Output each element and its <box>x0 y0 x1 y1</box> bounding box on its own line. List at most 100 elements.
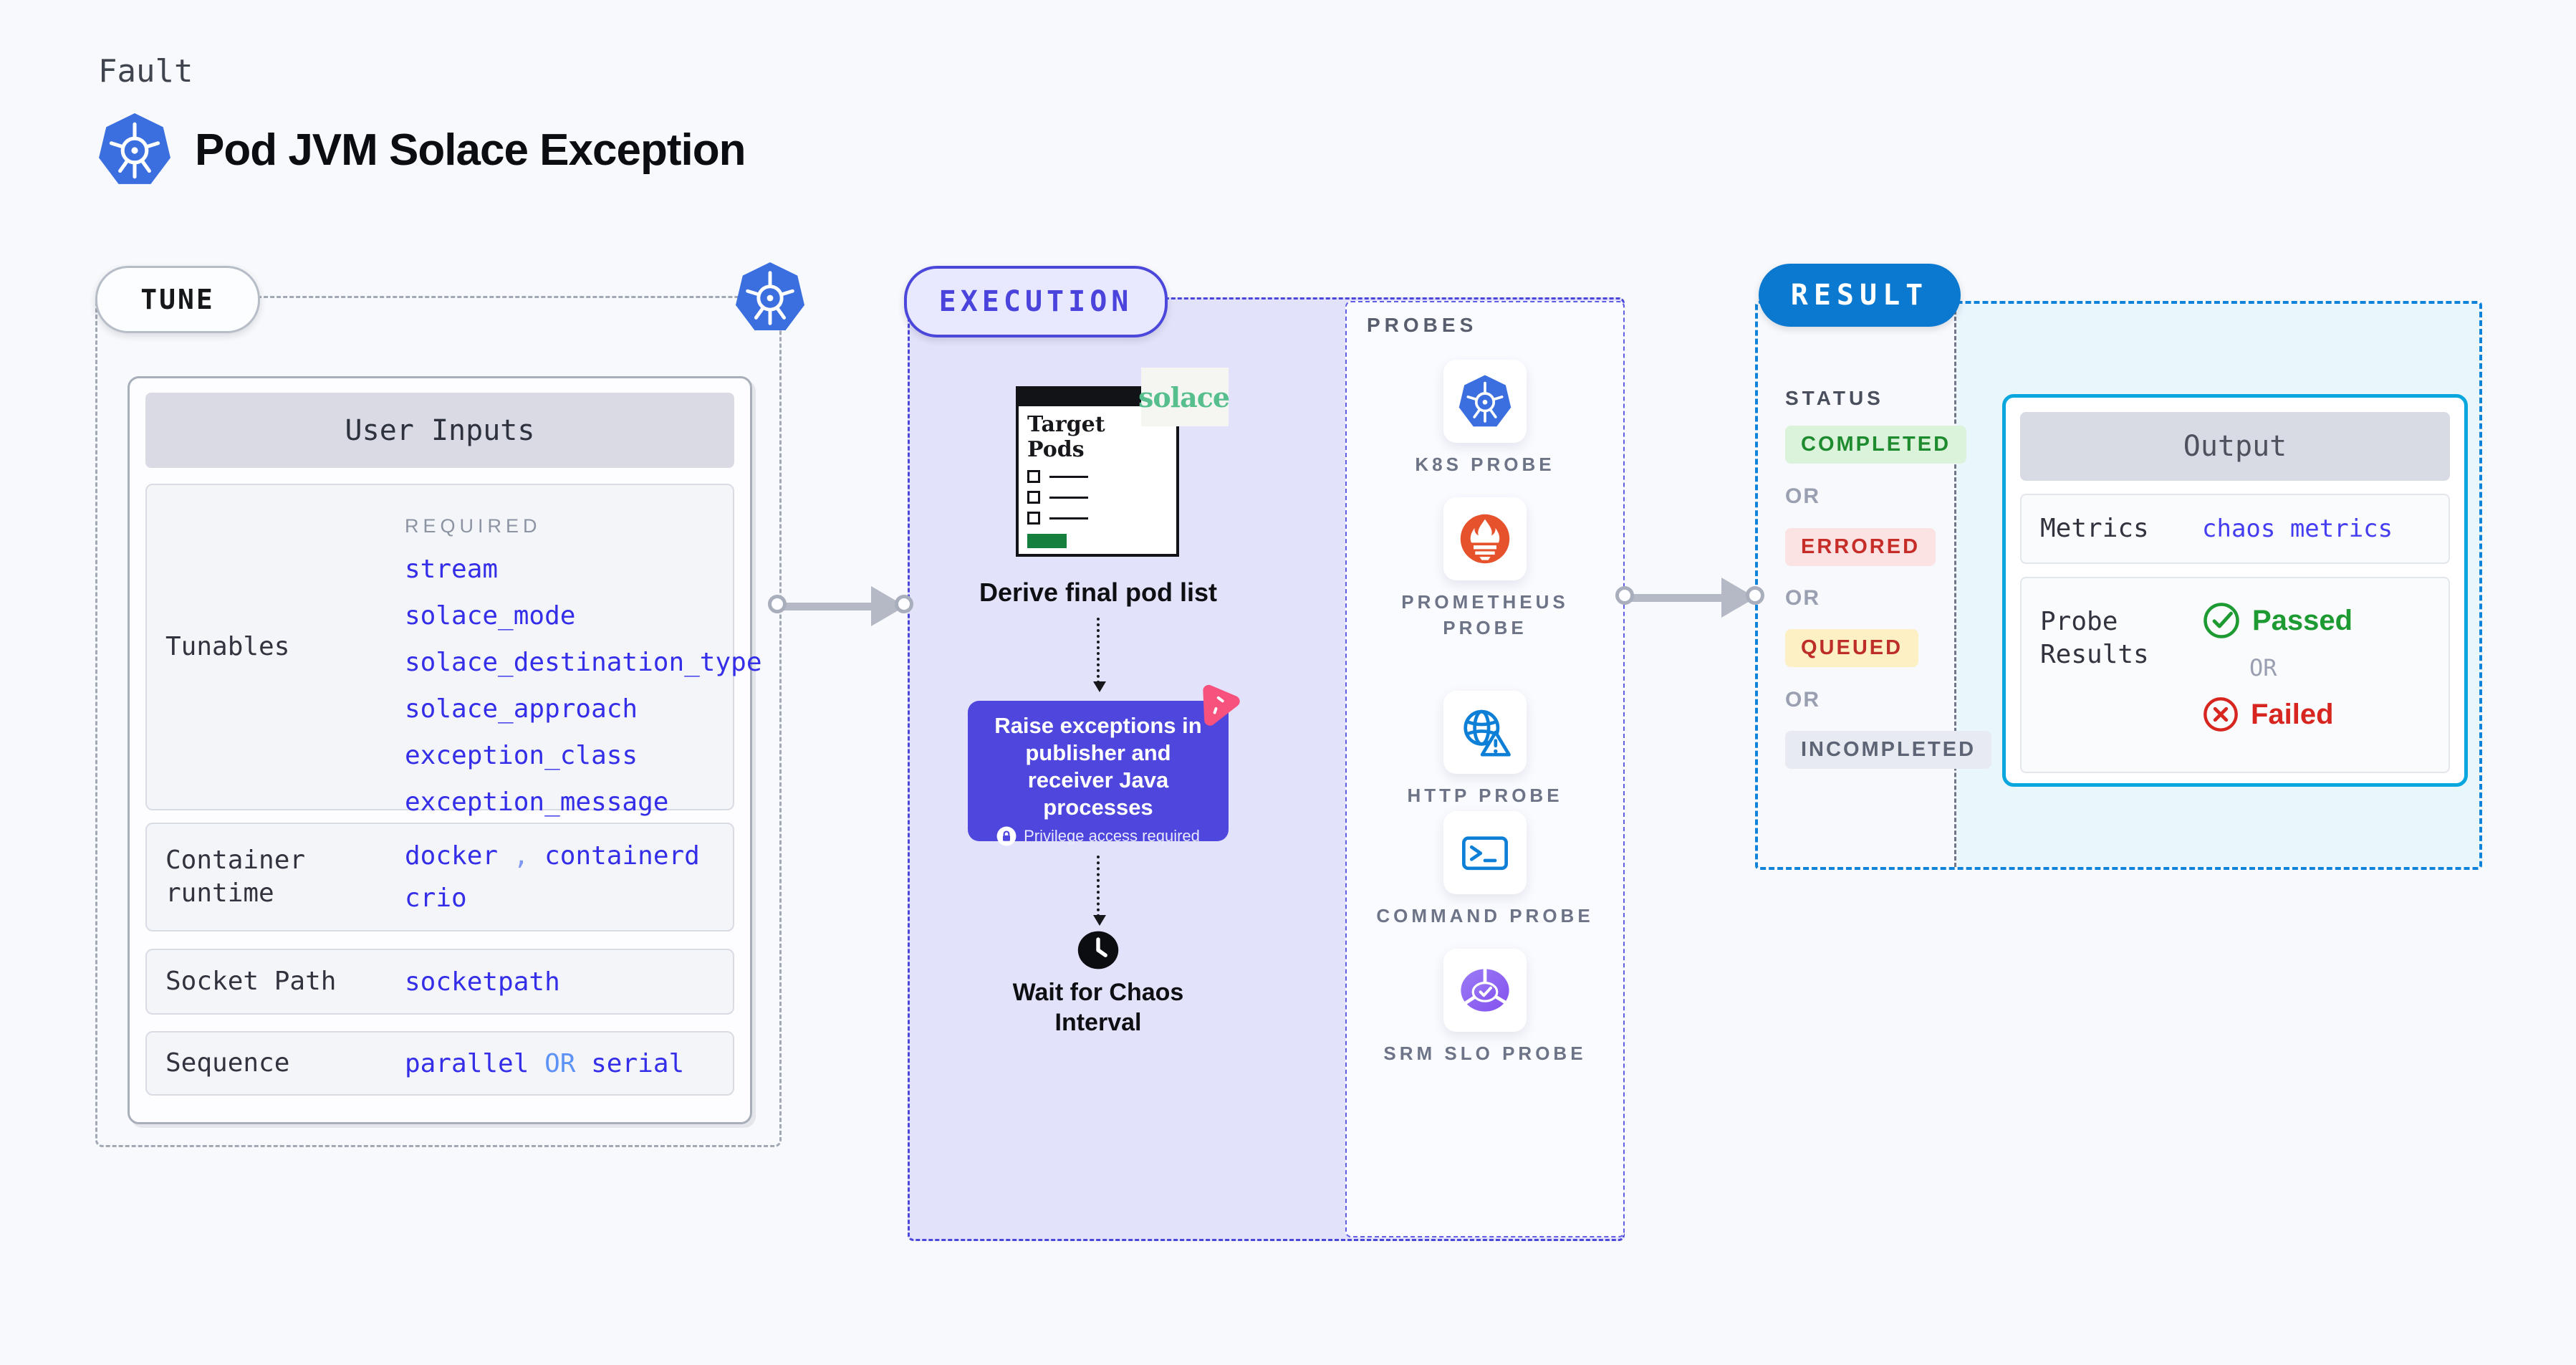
pod-list-item <box>1027 491 1168 504</box>
prometheus-probe-tile <box>1443 497 1527 580</box>
sequence-or: OR <box>544 1048 576 1078</box>
tune-to-execution-arrow <box>768 586 918 626</box>
metrics-label: Metrics <box>2040 514 2149 543</box>
list-line <box>1049 496 1088 499</box>
probe-label: K8S PROBE <box>1415 454 1555 475</box>
user-inputs-card: User Inputs Tunables REQUIRED stream sol… <box>128 376 762 1124</box>
solace-logo: solace <box>1138 368 1230 426</box>
page-title: Pod JVM Solace Exception <box>195 125 746 175</box>
tunable-item: solace_destination_type <box>405 648 762 677</box>
flow-arrow-down <box>1093 856 1106 926</box>
tunables-values: REQUIRED stream solace_mode solace_desti… <box>405 515 762 817</box>
socket-path-row: Socket Path socketpath <box>145 949 734 1015</box>
container-runtime-row: Container runtime docker , containerd cr… <box>145 823 734 931</box>
output-card: Output Metrics chaos metrics Probe Resul… <box>2002 394 2468 787</box>
failed-line: Failed <box>2202 696 2352 733</box>
required-label: REQUIRED <box>405 515 542 537</box>
http-icon <box>1457 704 1513 760</box>
kubernetes-logo-icon <box>98 112 171 188</box>
socket-path-value: socketpath <box>405 967 560 997</box>
or-separator: OR <box>1785 484 1820 508</box>
runtime-containerd: containerd <box>544 841 700 871</box>
failed-label: Failed <box>2251 698 2334 730</box>
probe-label: COMMAND PROBE <box>1376 905 1594 926</box>
x-circle-icon <box>2202 696 2239 733</box>
tune-badge: TUNE <box>95 266 260 333</box>
list-line <box>1049 517 1088 519</box>
sequence-row: Sequence parallel OR serial <box>145 1031 734 1096</box>
checkbox-icon <box>1027 470 1040 483</box>
action-text: Raise exceptions in publisher and receiv… <box>994 713 1202 820</box>
probe-results-label: Probe Results <box>2040 607 2149 669</box>
derive-pod-list-caption: Derive final pod list <box>979 578 1218 607</box>
connector-dot <box>1746 586 1764 605</box>
connector-dot <box>1615 586 1634 605</box>
metrics-row: Metrics chaos metrics <box>2020 494 2450 564</box>
probe-results-row: Probe Results Passed OR Failed <box>2020 577 2450 773</box>
tunables-label: Tunables <box>165 632 290 661</box>
tunables-row: Tunables REQUIRED stream solace_mode sol… <box>145 484 762 817</box>
checkbox-icon <box>1027 512 1040 525</box>
runtime-crio: crio <box>405 883 467 913</box>
result-panel <box>1755 301 2482 870</box>
runtime-separator: , <box>513 841 529 871</box>
execution-to-result-arrow <box>1615 578 1766 618</box>
kubernetes-corner-icon <box>735 261 805 334</box>
execution-badge: EXECUTION <box>904 266 1168 337</box>
probe-label: HTTP PROBE <box>1407 785 1563 806</box>
or-separator: OR <box>1785 586 1820 610</box>
fault-eyebrow: Fault <box>98 53 193 90</box>
wait-chaos-caption: Wait for Chaos Interval <box>1012 979 1184 1036</box>
result-divider <box>1954 304 1956 867</box>
tunable-item: exception_message <box>405 787 669 817</box>
status-badge-errored: ERRORED <box>1785 528 1936 566</box>
tunable-item: solace_mode <box>405 601 576 631</box>
raise-exceptions-step: Raise exceptions in publisher and receiv… <box>968 701 1229 841</box>
sequence-serial: serial <box>591 1048 685 1078</box>
probes-heading: PROBES <box>1367 314 1478 336</box>
container-runtime-label: Container runtime <box>165 846 306 908</box>
tunable-item: exception_class <box>405 741 638 770</box>
tune-panel <box>95 296 782 1147</box>
command-icon <box>1457 825 1513 881</box>
privilege-note: Privilege access required <box>1024 827 1200 845</box>
litmus-chaos-icon <box>1193 678 1246 732</box>
check-circle-icon <box>2202 601 2241 640</box>
connector-bar <box>1631 594 1724 602</box>
lock-icon <box>996 826 1017 846</box>
output-header: Output <box>2020 412 2450 481</box>
checkbox-icon <box>1027 491 1040 504</box>
progress-bar <box>1027 534 1067 548</box>
status-badge-incompleted: INCOMPLETED <box>1785 731 1992 769</box>
passed-label: Passed <box>2252 604 2353 636</box>
user-inputs-header: User Inputs <box>145 393 734 468</box>
connector-dot <box>768 595 787 613</box>
pod-list-item <box>1027 470 1168 483</box>
or-separator: OR <box>2249 654 2277 681</box>
k8s-probe-tile <box>1443 360 1527 443</box>
srm-slo-probe-tile <box>1443 949 1527 1032</box>
pod-list-item <box>1027 512 1168 525</box>
srm-slo-icon <box>1456 962 1514 1019</box>
clock-icon <box>1075 929 1121 972</box>
command-probe-tile <box>1443 811 1527 894</box>
probe-label: SRM SLO PROBE <box>1383 1043 1587 1064</box>
clipboard-title: Target Pods <box>1027 412 1105 462</box>
runtime-docker: docker <box>405 841 499 871</box>
sequence-parallel: parallel <box>405 1048 529 1078</box>
sequence-label: Sequence <box>165 1048 290 1078</box>
flow-arrow-down <box>1093 618 1106 692</box>
connector-dot <box>895 595 913 613</box>
tunable-item: solace_approach <box>405 694 638 724</box>
list-line <box>1049 475 1088 478</box>
or-separator: OR <box>1785 688 1820 712</box>
metrics-value: chaos metrics <box>2202 514 2393 543</box>
status-heading: STATUS <box>1785 387 1884 409</box>
prometheus-icon <box>1458 512 1512 566</box>
result-badge: RESULT <box>1759 264 1961 327</box>
http-probe-tile <box>1443 691 1527 774</box>
connector-bar <box>784 603 874 610</box>
target-pods-illustration: Target Pods <box>1016 386 1179 557</box>
probe-label: PROMETHEUS PROBE <box>1401 591 1569 638</box>
